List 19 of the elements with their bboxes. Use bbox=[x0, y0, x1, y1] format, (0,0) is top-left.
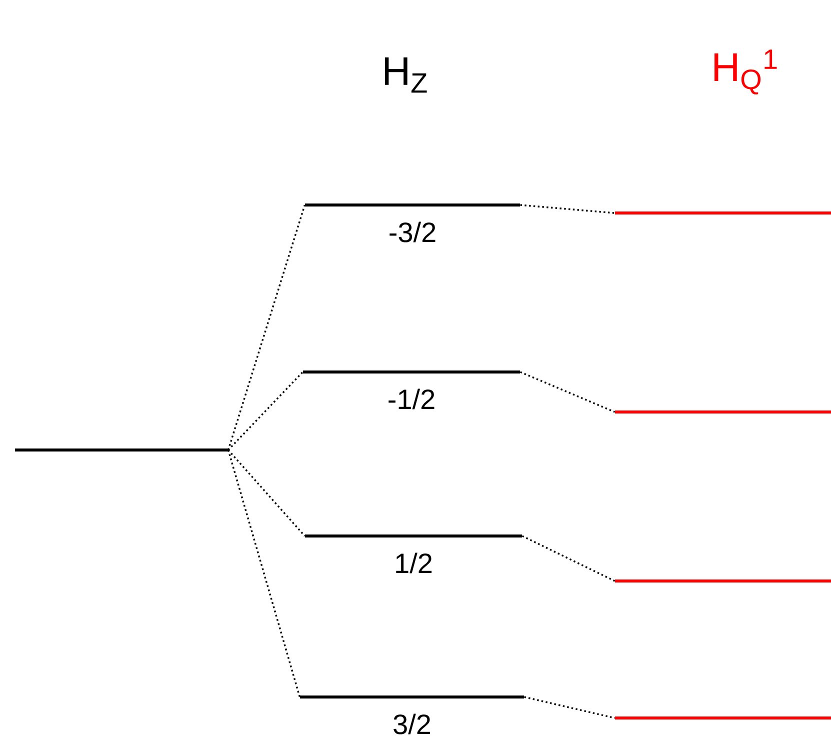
energy-level bbox=[615, 580, 831, 582]
energy-level bbox=[615, 410, 831, 414]
level-label: -3/2 bbox=[390, 222, 436, 242]
level-label: 1/2 bbox=[396, 552, 432, 574]
level-label: 3/2 bbox=[394, 714, 430, 734]
dotted-connector bbox=[520, 371, 616, 413]
hamiltonian-label: H$_{Z}$ bbox=[384, 57, 427, 93]
dotted-connector bbox=[227, 204, 306, 450]
level-label: -1/2 bbox=[388, 388, 434, 410]
energy-level bbox=[615, 716, 831, 720]
dotted-connector bbox=[227, 450, 301, 698]
dotted-connector bbox=[228, 371, 304, 451]
energy-level bbox=[615, 212, 831, 214]
dotted-connector bbox=[524, 696, 615, 719]
dotted-connector bbox=[520, 204, 615, 214]
dotted-connector bbox=[228, 449, 306, 537]
energy-level bbox=[15, 448, 228, 452]
hamiltonian-label: H$_{Q}$1 bbox=[714, 50, 777, 94]
dotted-connector bbox=[522, 535, 616, 582]
